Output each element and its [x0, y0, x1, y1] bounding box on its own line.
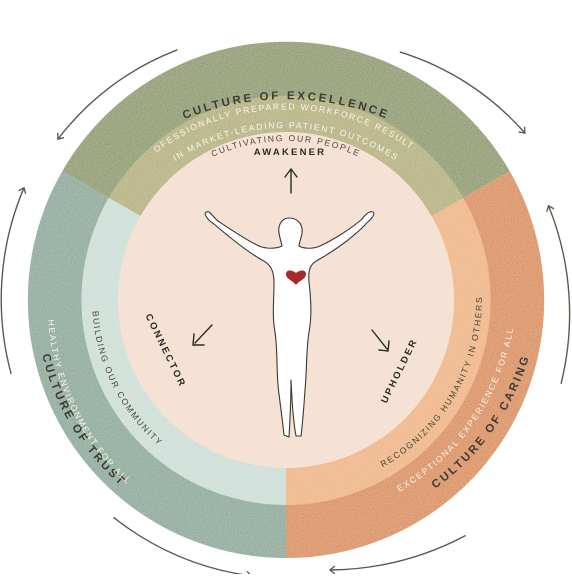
- arrow-left: [1, 189, 23, 374]
- arrow-right: [549, 207, 570, 384]
- awakener-label: AWAKENER: [254, 147, 327, 158]
